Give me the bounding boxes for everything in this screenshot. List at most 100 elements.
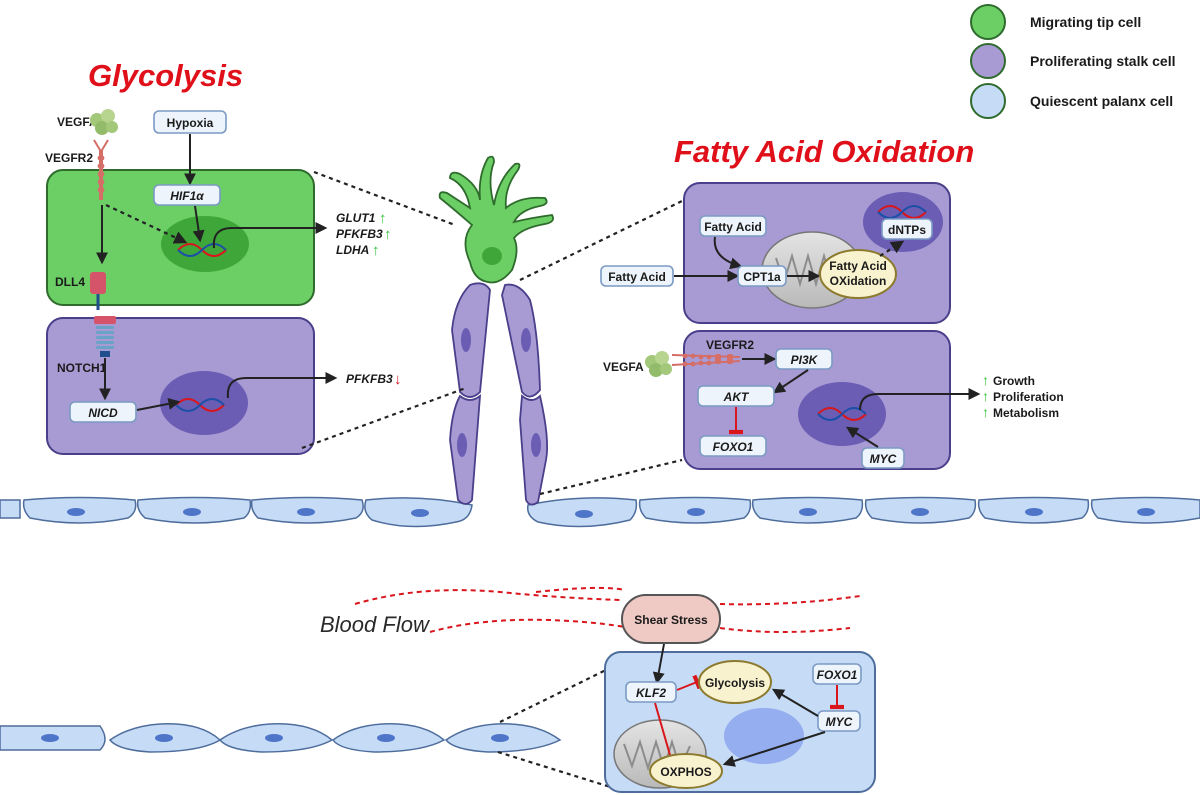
fao-panel: dNTPs Fatty Acid Fatty Acid CPT1a Fatty … — [600, 182, 951, 324]
glycolysis-title: Glycolysis — [88, 58, 243, 93]
quiescent-panel: Shear Stress KLF2 Glycolysis FOXO1 MYC O… — [604, 594, 876, 793]
foxo1-label-2: FOXO1 — [817, 668, 858, 682]
nicd-box — [69, 401, 137, 423]
vegfr-panel: VEGFA VEGFR2 PI3K AKT FOXO1 MYC ↑ G — [603, 330, 1064, 470]
legend-label-stalk: Proliferating stalk cell — [1030, 53, 1176, 69]
fao-process-line2: OXidation — [830, 274, 887, 288]
up-arrow-icon: ↑ — [982, 404, 989, 420]
down-arrow-icon: ↓ — [394, 371, 402, 388]
foxo1-box — [699, 435, 767, 457]
blood-flow: Blood Flow — [320, 586, 861, 637]
klf2-label: KLF2 — [636, 686, 666, 700]
vegfr2-receptor-icon — [93, 139, 109, 200]
fao-process-line1: Fatty Acid — [829, 259, 887, 273]
foxo1-label: FOXO1 — [713, 440, 754, 454]
cpt1a-box — [737, 265, 787, 287]
connector-flow-bottom — [497, 750, 621, 792]
up-arrow-icon: ↑ — [372, 242, 380, 259]
up-arrow-icon: ↑ — [982, 388, 989, 404]
stalk-nucleus — [160, 371, 248, 435]
glycolysis-oval — [698, 660, 772, 704]
dntps-box — [881, 218, 933, 240]
stalk-cell-right-upper — [501, 283, 541, 398]
gene-ldha: LDHA — [336, 243, 369, 257]
dna-icon — [877, 205, 927, 219]
connector-stalk — [301, 386, 467, 450]
legend-swatch-tip — [970, 4, 1006, 40]
nicd-label: NICD — [88, 406, 118, 420]
legend: Migrating tip cell Proliferating stalk c… — [970, 4, 1176, 119]
outcomes: ↑ Growth ↑ Proliferation ↑ Metabolism — [982, 372, 1064, 420]
vegfr2-label: VEGFR2 — [45, 151, 93, 165]
up-arrow-icon: ↑ — [384, 226, 392, 243]
notch1-receptor-icon — [94, 316, 116, 357]
connector-vegfr — [539, 458, 683, 496]
pi3k-box — [775, 348, 833, 370]
gene-glut1: GLUT1 — [336, 211, 376, 225]
hif1a-box — [153, 184, 221, 206]
gene-pfkfb3-stalk: PFKFB3 — [346, 372, 393, 386]
glycolysis-genes: GLUT1 ↑ PFKFB3 ↑ LDHA ↑ — [336, 210, 392, 259]
pi3k-label: PI3K — [791, 353, 819, 367]
vegfr2-label-2: VEGFR2 — [706, 338, 754, 352]
myc-label: MYC — [870, 452, 897, 466]
legend-item-quiescent: Quiescent palanx cell — [970, 83, 1173, 119]
nuclei-upper — [67, 508, 1155, 518]
legend-item-tip: Migrating tip cell — [970, 4, 1141, 40]
shear-stress-node — [621, 594, 721, 644]
hypoxia-label: Hypoxia — [167, 116, 214, 130]
dll4-ligand-icon — [90, 272, 106, 310]
dna-icon — [817, 407, 867, 421]
outcome-proliferation: Proliferation — [993, 390, 1064, 404]
legend-label-tip: Migrating tip cell — [1030, 14, 1141, 30]
hypoxia-box — [153, 110, 227, 134]
vegfa-label-2: VEGFA — [603, 360, 644, 374]
fao-title: Fatty Acid Oxidation — [674, 134, 974, 169]
tip-cell-panel: VEGFA VEGFR2 Hypoxia HIF1α — [45, 109, 392, 310]
shear-stress-label: Shear Stress — [634, 613, 708, 627]
fatty-acid-box-2 — [600, 265, 674, 287]
vegfa-icon — [645, 351, 672, 377]
connector-flow-top — [499, 667, 611, 723]
endothelial-monolayer-upper — [0, 496, 1200, 528]
fatty-acid-label-1: Fatty Acid — [704, 220, 762, 234]
sprout — [438, 155, 554, 506]
foxo1-box-2 — [812, 663, 862, 685]
gene-pfkfb3: PFKFB3 — [336, 227, 383, 241]
oxphos-label: OXPHOS — [660, 765, 711, 779]
fatty-acid-label-2: Fatty Acid — [608, 270, 666, 284]
legend-item-stalk: Proliferating stalk cell — [970, 43, 1176, 79]
fatty-acid-box-1 — [699, 215, 767, 237]
connector-tip — [313, 170, 456, 227]
akt-label: AKT — [723, 390, 750, 404]
up-arrow-icon: ↑ — [982, 372, 989, 388]
up-arrow-icon: ↑ — [379, 210, 387, 227]
glycolysis-oval-label: Glycolysis — [705, 676, 765, 690]
dntps-label: dNTPs — [888, 223, 926, 237]
fao-process-oval — [819, 249, 897, 299]
legend-swatch-stalk — [970, 43, 1006, 79]
vegfr2-receptor-icon — [671, 353, 741, 367]
myc-box-2 — [817, 710, 861, 732]
hif1a-label: HIF1α — [170, 189, 204, 203]
akt-box — [697, 385, 775, 407]
klf2-box — [625, 681, 677, 703]
blood-flow-label: Blood Flow — [320, 612, 431, 637]
connector-fao — [519, 199, 685, 281]
dna-icon — [175, 398, 225, 412]
nuclei-lower — [41, 734, 509, 742]
myc-label-2: MYC — [826, 715, 853, 729]
tip-cell — [438, 155, 554, 284]
cpt1a-label: CPT1a — [743, 270, 781, 284]
dna-icon — [177, 243, 227, 257]
outcome-growth: Growth — [993, 374, 1035, 388]
quiescent-nucleus — [724, 708, 804, 764]
outcome-metabolism: Metabolism — [993, 406, 1059, 420]
oxphos-oval — [649, 753, 723, 789]
legend-label-quiescent: Quiescent palanx cell — [1030, 93, 1173, 109]
vegfa-label: VEGFA — [57, 115, 98, 129]
myc-box — [861, 447, 905, 469]
dll4-label: DLL4 — [55, 275, 85, 289]
vegfa-icon — [90, 109, 118, 135]
